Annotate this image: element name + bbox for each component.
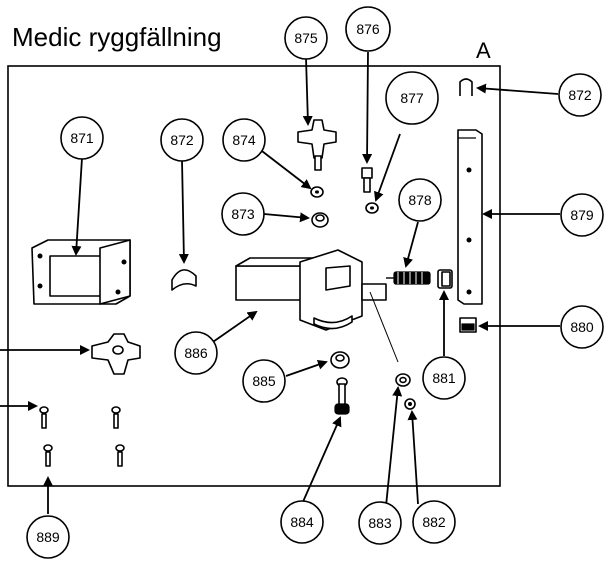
diagram-frame (7, 65, 501, 487)
callout-885: 885 (242, 359, 286, 403)
part-889-screws (39, 406, 125, 467)
callout-882: 882 (412, 500, 456, 544)
leader-877 (374, 133, 401, 202)
leader-886 (209, 310, 258, 345)
part-881-cap (437, 269, 453, 289)
callout-879: 879 (560, 193, 604, 237)
svg-text:882: 882 (422, 514, 446, 530)
callout-884: 884 (280, 500, 324, 544)
part-886-housing (235, 249, 387, 331)
svg-text:872: 872 (170, 132, 194, 148)
callout-883: 883 (358, 501, 402, 545)
svg-text:876: 876 (356, 21, 380, 37)
callout-873: 873 (221, 192, 265, 236)
panel-letter: A (476, 38, 491, 63)
svg-text:883: 883 (368, 515, 392, 531)
leader-873 (263, 212, 310, 223)
svg-text:875: 875 (294, 30, 318, 46)
diagram-title: Medic ryggfällning (12, 22, 222, 52)
svg-text:884: 884 (290, 514, 314, 530)
part-knob-left (91, 333, 141, 375)
part-877-washer (365, 202, 379, 214)
part-884-bolt (334, 377, 350, 415)
svg-text:872: 872 (568, 87, 592, 103)
svg-text:873: 873 (231, 206, 255, 222)
part-878-spring (386, 271, 431, 285)
leader-884 (301, 416, 342, 505)
callout-878: 878 (398, 178, 442, 222)
part-875-knob (297, 119, 337, 171)
svg-text:881: 881 (432, 370, 456, 386)
svg-text:885: 885 (252, 373, 276, 389)
part-872-clip (171, 269, 197, 291)
callout-877: 877 (385, 71, 439, 125)
part-880-block (459, 317, 477, 333)
leader-882 (407, 410, 419, 505)
part-873-washer (311, 212, 329, 228)
leader-878 (403, 221, 419, 268)
leader-872-top (476, 83, 559, 95)
part-872-clip-top (459, 78, 473, 96)
leader-875 (302, 57, 313, 126)
part-876-screw (361, 167, 373, 193)
part-871-bracket (31, 239, 131, 305)
part-885-washer (330, 351, 350, 369)
svg-text:886: 886 (184, 345, 208, 361)
svg-text:871: 871 (70, 130, 94, 146)
part-874-washer (310, 186, 324, 198)
svg-text:879: 879 (570, 207, 594, 223)
svg-text:889: 889 (36, 529, 60, 545)
callout-872: 872 (160, 118, 204, 162)
callout-871: 871 (60, 116, 104, 160)
part-883-washer (395, 373, 411, 387)
callout-876: 876 (345, 6, 391, 52)
leader-876 (362, 51, 373, 164)
leader-874 (257, 147, 312, 190)
svg-text:880: 880 (570, 319, 594, 335)
assembly-guide-line (369, 291, 399, 363)
callout-875: 875 (284, 16, 328, 60)
svg-text:878: 878 (408, 192, 432, 208)
callout-889: 889 (26, 515, 70, 559)
callout-886: 886 (174, 331, 218, 375)
leader-871 (71, 157, 83, 256)
callout-881: 881 (422, 356, 466, 400)
callout-880: 880 (560, 305, 604, 349)
part-882-nut (404, 398, 416, 410)
callout-874: 874 (222, 118, 266, 162)
svg-text:874: 874 (232, 132, 256, 148)
svg-text:877: 877 (400, 90, 424, 106)
leader-883 (385, 386, 403, 507)
part-879-bar (457, 129, 483, 305)
callout-872-top: 872 (558, 73, 602, 117)
leader-872 (178, 159, 189, 264)
leader-885 (285, 359, 328, 377)
